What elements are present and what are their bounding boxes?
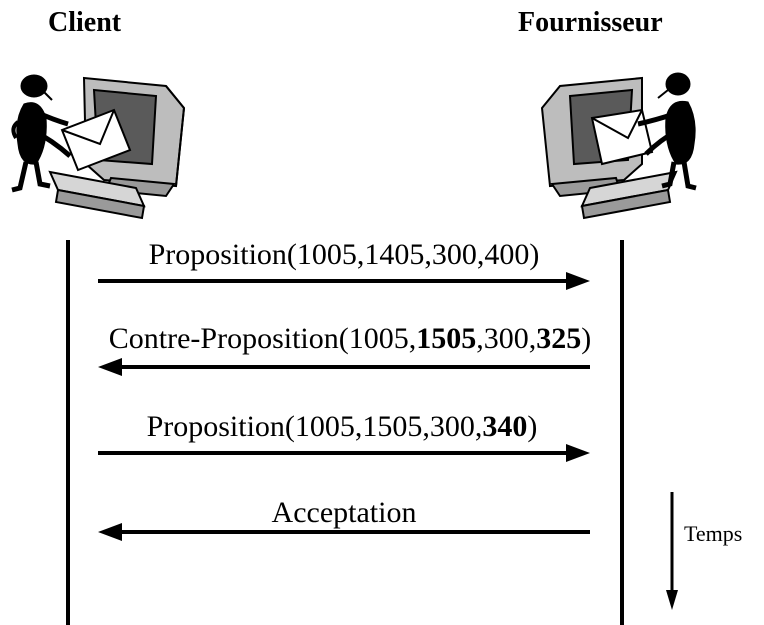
message-contre-proposition: Contre-Proposition(1005,1505,300,325) <box>0 322 764 382</box>
message-text-part: ,300, <box>476 322 537 355</box>
client-computer-icon <box>11 74 186 220</box>
keyboard-icon <box>48 170 146 220</box>
envelope-icon <box>60 108 132 172</box>
message-text-part: Contre-Proposition(1005, <box>108 322 417 355</box>
message-text-part: Acceptation <box>271 496 417 529</box>
arrow-right-icon <box>98 444 590 462</box>
person-icon <box>11 74 72 193</box>
envelope-icon <box>590 108 654 166</box>
message-value-bold: 340 <box>482 410 528 443</box>
time-label: Temps <box>684 521 743 546</box>
message-proposition-2: Proposition(1005,1505,300,340) <box>0 410 764 470</box>
message-text-part: ) <box>581 322 592 355</box>
arrow-right-icon <box>98 272 590 290</box>
message-label: Proposition(1005,1505,300,340) <box>0 410 692 444</box>
keyboard-icon <box>580 170 678 220</box>
supplier-title: Fournisseur <box>518 7 663 38</box>
message-text-part: ) <box>527 410 538 443</box>
person-icon <box>637 72 697 191</box>
message-proposition-1: Proposition(1005,1405,300,400) <box>0 238 764 298</box>
time-arrow-icon <box>666 492 678 610</box>
message-text-part: Proposition(1005,1405,300,400) <box>148 238 540 271</box>
message-text-part: Proposition(1005,1505,300, <box>146 410 483 443</box>
message-label: Contre-Proposition(1005,1505,300,325) <box>0 322 700 356</box>
client-title: Client <box>48 7 122 38</box>
client-lifeline <box>66 240 70 625</box>
message-value-bold: 1505 <box>416 322 477 355</box>
arrow-left-icon <box>98 523 590 541</box>
message-label: Acceptation <box>0 496 694 530</box>
supplier-computer-icon <box>540 72 697 220</box>
message-acceptation: Acceptation <box>0 496 764 556</box>
message-value-bold: 325 <box>536 322 582 355</box>
arrow-left-icon <box>98 358 590 376</box>
supplier-lifeline <box>620 240 624 625</box>
message-label: Proposition(1005,1405,300,400) <box>0 238 694 272</box>
